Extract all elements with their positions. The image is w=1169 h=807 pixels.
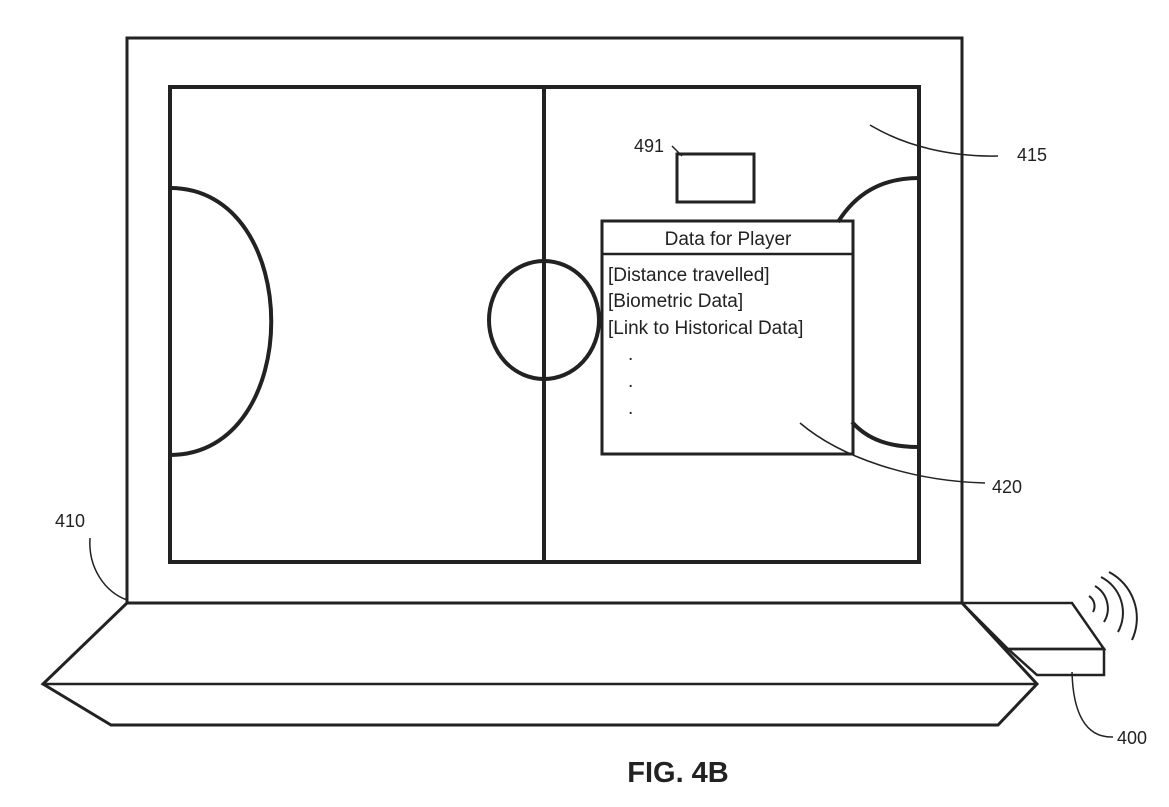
external-device: [958, 601, 1107, 677]
ref-label-420: 420: [992, 477, 1022, 497]
playing-field: [168, 85, 921, 564]
ref-label-491: 491: [634, 136, 664, 156]
figure-title: FIG. 4B: [627, 757, 729, 789]
panel-item-distance[interactable]: [Distance travelled]: [608, 265, 770, 286]
laptop-base: [40, 601, 1040, 727]
panel-continuation-dot: .: [628, 371, 633, 392]
center-circle: [487, 259, 601, 381]
ref-label-400: 400: [1117, 728, 1147, 748]
right-penalty-arc: [836, 176, 920, 449]
wireless-signal-icon: [1088, 571, 1138, 641]
leader-line-415: [869, 124, 999, 157]
panel-item-historical-link[interactable]: [Link to Historical Data]: [608, 318, 803, 339]
leader-line-400: [1071, 671, 1114, 738]
panel-item-biometric[interactable]: [Biometric Data]: [608, 291, 743, 312]
leader-line-420: [799, 422, 986, 484]
left-penalty-arc: [169, 186, 274, 457]
player-data-panel: Data for Player [Distance travelled] [Bi…: [600, 219, 855, 456]
leader-line-491: [671, 145, 683, 157]
panel-header: Data for Player: [665, 229, 792, 250]
ref-label-415: 415: [1017, 145, 1047, 165]
ref-label-410: 410: [55, 511, 85, 531]
leader-line-410: [89, 537, 128, 601]
panel-continuation-dot: .: [628, 398, 633, 419]
marker-box: [675, 152, 756, 204]
panel-continuation-dot: .: [628, 344, 633, 365]
